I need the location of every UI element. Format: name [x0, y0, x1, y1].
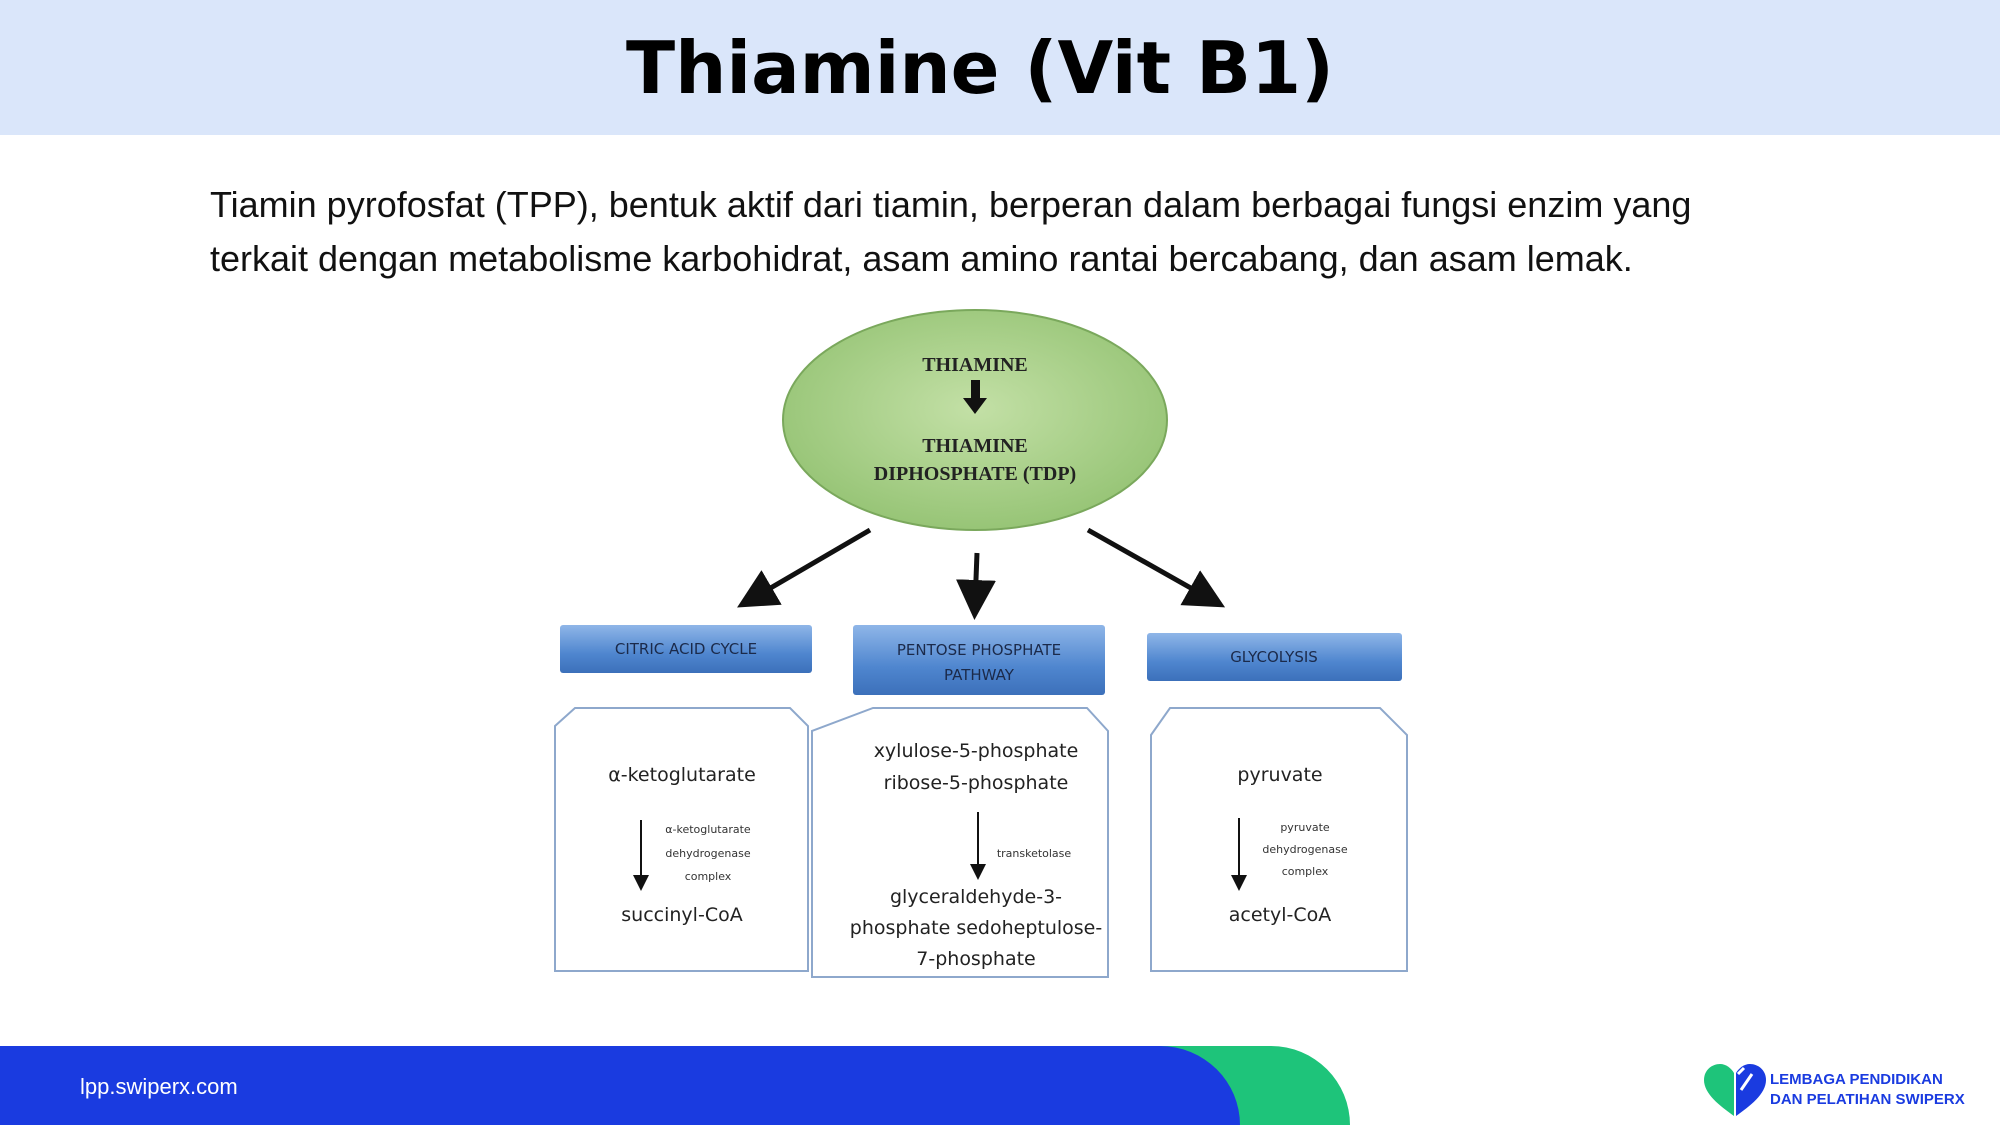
swiperx-heart-logo-icon	[1704, 1064, 1766, 1116]
reaction-panel-pentose-phosphate: xylulose-5-phosphate ribose-5-phosphate …	[811, 707, 1109, 978]
substrate-line-2: ribose-5-phosphate	[884, 772, 1069, 794]
footer-blue-band	[0, 1046, 1240, 1125]
ellipse-thiamine-label: THIAMINE	[922, 354, 1028, 376]
enzyme-line-1: transketolase	[997, 847, 1072, 860]
arrow-to-glycolysis	[1086, 527, 1226, 608]
substrate: pyruvate	[1237, 764, 1322, 786]
footer-url-link[interactable]: lpp.swiperx.com	[80, 1074, 238, 1099]
pathway-box-glycolysis: GLYCOLYSIS	[1147, 633, 1402, 681]
logo-line-2: DAN PELATIHAN SWIPERX	[1770, 1091, 1965, 1108]
product-line-3: 7-phosphate	[916, 948, 1035, 970]
product: acetyl-CoA	[1229, 904, 1332, 926]
enzyme-line-2: dehydrogenase	[665, 847, 750, 860]
header-band	[0, 0, 2000, 135]
enzyme-line-3: complex	[685, 870, 732, 883]
enzyme-line-1: α-ketoglutarate	[665, 823, 751, 836]
substrate-line-1: xylulose-5-phosphate	[874, 740, 1079, 762]
reaction-panel-glycolysis: pyruvate pyruvate dehydrogenase complex …	[1150, 707, 1408, 972]
pathway-label-line-2: PATHWAY	[944, 666, 1015, 684]
pathway-box-citric-acid-cycle: CITRIC ACID CYCLE	[560, 625, 812, 673]
enzyme-line-3: complex	[1282, 865, 1329, 878]
arrow-to-pentose-phosphate	[955, 552, 996, 620]
slide-title: Thiamine (Vit B1)	[626, 25, 1334, 110]
product-line-1: glyceraldehyde-3-	[890, 886, 1062, 908]
thiamine-ellipse-node: THIAMINE THIAMINE DIPHOSPHATE (TDP)	[782, 309, 1168, 531]
pathway-label: GLYCOLYSIS	[1230, 648, 1318, 666]
thiamine-pathway-diagram: THIAMINE THIAMINE DIPHOSPHATE (TDP) CITR…	[554, 309, 1408, 978]
pathway-label: CITRIC ACID CYCLE	[615, 640, 757, 658]
intro-paragraph: Tiamin pyrofosfat (TPP), bentuk aktif da…	[210, 184, 1692, 279]
logo-line-1: LEMBAGA PENDIDIKAN	[1770, 1071, 1943, 1088]
logo-wordmark: LEMBAGA PENDIDIKAN DAN PELATIHAN SWIPERX	[1770, 1070, 1965, 1110]
product: succinyl-CoA	[621, 904, 742, 926]
arrow-to-citric-acid-cycle	[737, 527, 872, 608]
ellipse-tdp-label-2: DIPHOSPHATE (TDP)	[874, 463, 1076, 485]
reaction-panel-citric-acid-cycle: α-ketoglutarate α-ketoglutarate dehydrog…	[554, 707, 809, 972]
substrate: α-ketoglutarate	[608, 764, 756, 786]
ellipse-down-arrow-icon	[963, 380, 987, 414]
enzyme-line-1: pyruvate	[1280, 821, 1330, 834]
product-line-2: phosphate sedoheptulose-	[850, 917, 1102, 939]
enzyme-line-2: dehydrogenase	[1262, 843, 1347, 856]
ellipse-tdp-label-1: THIAMINE	[922, 435, 1028, 457]
pathway-box-pentose-phosphate: PENTOSE PHOSPHATE PATHWAY	[853, 625, 1105, 695]
pathway-label-line-1: PENTOSE PHOSPHATE	[897, 641, 1061, 659]
